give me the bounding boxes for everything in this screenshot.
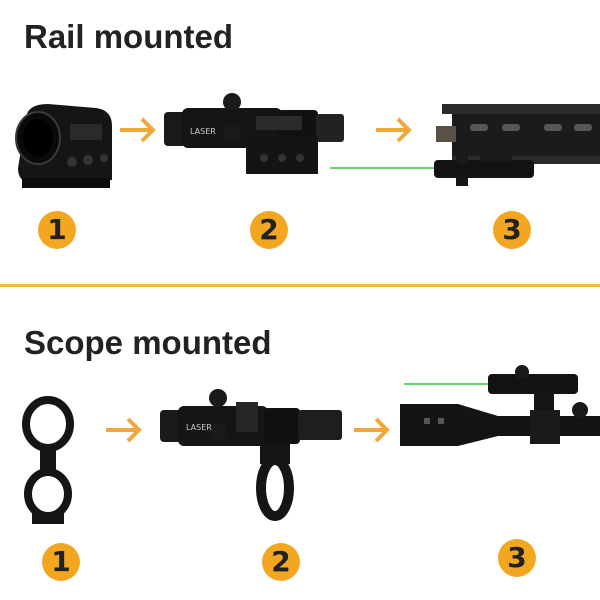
step-badge-scope-1: 1 (42, 543, 80, 581)
step-badge-rail-3: 3 (493, 211, 531, 249)
section-divider (0, 284, 600, 287)
laser-sight-rail-illustration: LASER (164, 93, 344, 174)
section-title-scope-mounted: Scope mounted (24, 324, 272, 361)
handguard-with-laser-illustration (330, 104, 600, 186)
laser-sight-scope-illustration: LASER (160, 389, 342, 521)
arrow-right-icon (120, 117, 156, 143)
arrow-right-icon (376, 117, 412, 143)
section-title-rail-mounted: Rail mounted (24, 18, 234, 55)
step-badge-scope-2: 2 (262, 543, 300, 581)
step-badge-rail-1: 1 (38, 211, 76, 249)
scope-with-laser-illustration (400, 365, 600, 446)
step-badge-rail-2: 2 (250, 211, 288, 249)
arrow-right-icon (106, 417, 142, 443)
laser-label-scope: LASER (186, 423, 212, 432)
rail-mount-illustration (15, 104, 112, 188)
step-badge-scope-3: 3 (498, 539, 536, 577)
arrow-right-icon (354, 417, 390, 443)
scope-ring-mount-illustration (22, 396, 74, 524)
laser-label-rail: LASER (190, 127, 216, 136)
